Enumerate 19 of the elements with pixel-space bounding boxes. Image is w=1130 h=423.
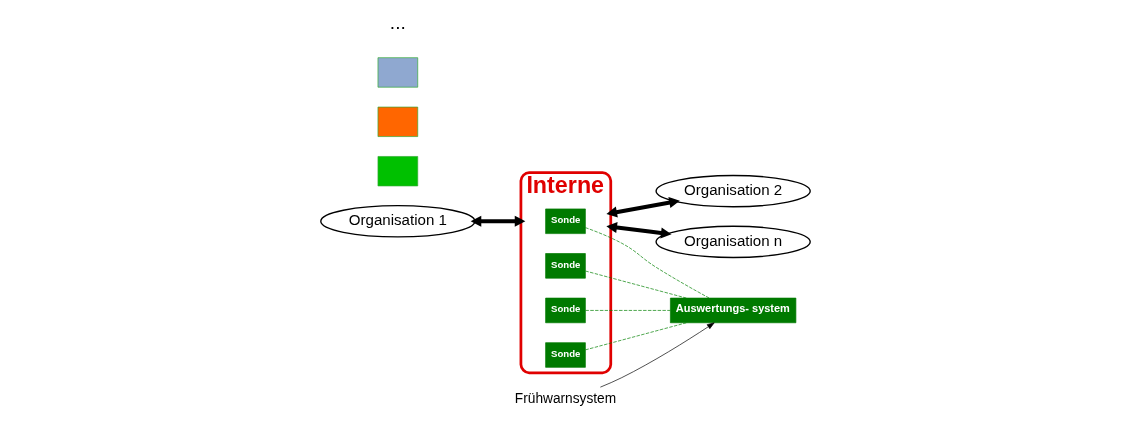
- connector: [584, 270, 687, 299]
- label: ...: [389, 12, 406, 34]
- connector: [584, 322, 687, 351]
- connector: [584, 227, 709, 299]
- node-ellipse: Organisation 1: [319, 204, 476, 238]
- node-box: Sonde: [544, 342, 586, 368]
- node-box: [377, 57, 418, 88]
- arrow: [470, 215, 525, 227]
- node-box: [377, 156, 418, 187]
- connector: [584, 310, 671, 311]
- arrow: [599, 322, 715, 388]
- arrow: [605, 197, 680, 218]
- arrow: [605, 222, 672, 239]
- node-box: Sonde: [544, 208, 586, 234]
- node-box: Sonde: [544, 297, 586, 324]
- node-box: [377, 106, 418, 137]
- node-box: Auswertungs- system: [669, 297, 796, 324]
- node-box: Sonde: [544, 253, 586, 279]
- node-text: Frühwarnsystem: [514, 391, 616, 407]
